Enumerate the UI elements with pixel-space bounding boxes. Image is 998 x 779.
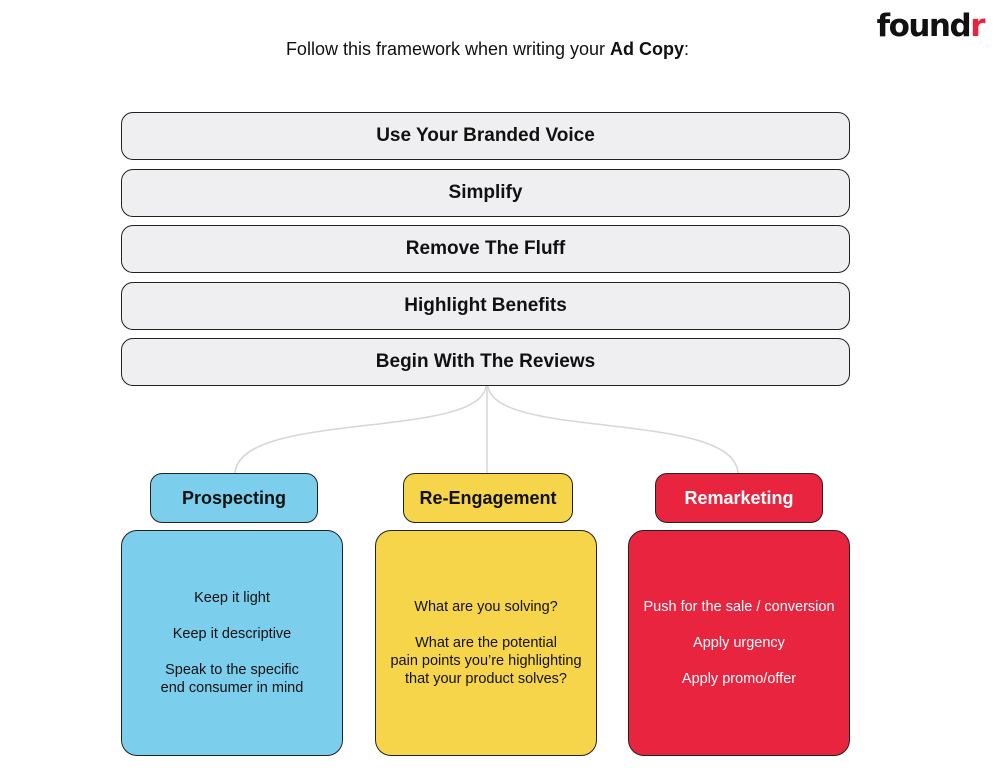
intro-emphasis: Ad Copy: [610, 39, 685, 59]
connector-prospecting: [234, 385, 487, 474]
tip-text: Keep it light: [194, 590, 270, 606]
stage-pill-prospecting: Prospecting: [150, 473, 318, 523]
step-remove-fluff: Remove The Fluff: [121, 225, 850, 273]
tip-text: Keep it descriptive: [172, 626, 292, 642]
logo-main: found: [876, 8, 972, 44]
foundr-logo: foundr: [876, 8, 986, 44]
tip-text: What are the potential pain points you’r…: [390, 635, 582, 687]
step-highlight-benefits: Highlight Benefits: [121, 281, 850, 330]
stage-card-reengagement: What are you solving? What are the poten…: [375, 530, 597, 756]
intro-suffix: :: [684, 39, 690, 59]
stage-card-prospecting: Keep it light Keep it descriptive Speak …: [121, 530, 343, 756]
tip-text: Apply promo/offer: [681, 671, 797, 687]
stage-pill-reengagement: Re-Engagement: [403, 473, 573, 523]
step-begin-reviews: Begin With The Reviews: [121, 338, 850, 386]
tip-text: Speak to the specific end consumer in mi…: [160, 662, 304, 696]
logo-accent: r: [970, 8, 985, 44]
tip-text: Apply urgency: [693, 635, 785, 651]
step-simplify: Simplify: [121, 168, 850, 217]
stage-card-remarketing: Push for the sale / conversion Apply urg…: [628, 530, 850, 756]
intro-prefix: Follow this framework when writing your: [285, 39, 611, 59]
intro-heading: Follow this framework when writing your …: [0, 39, 975, 60]
framework-steps: Use Your Branded Voice Simplify Remove T…: [121, 112, 850, 395]
step-branded-voice: Use Your Branded Voice: [121, 112, 850, 160]
stage-pill-remarketing: Remarketing: [655, 473, 823, 523]
tip-text: Push for the sale / conversion: [643, 599, 835, 615]
connector-remarketing: [487, 385, 739, 474]
tip-text: What are you solving?: [414, 599, 558, 615]
